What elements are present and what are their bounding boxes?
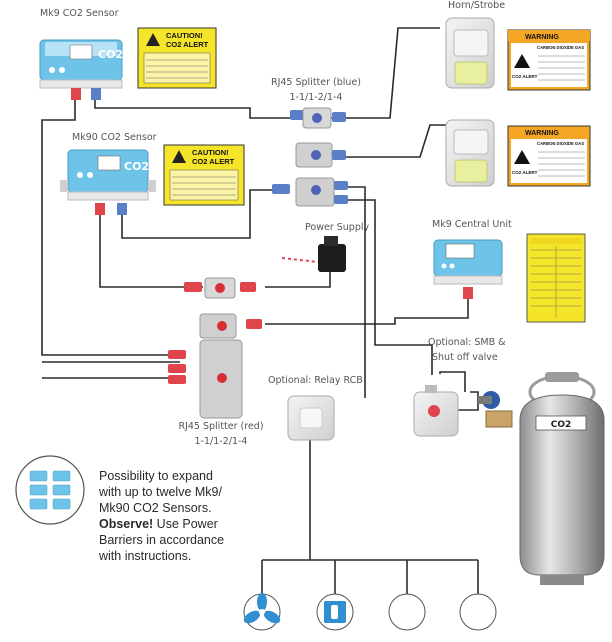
rj45-splitter-blue-3[interactable] [272,177,348,207]
wire-to-power-supply [265,272,331,288]
splitter-red-ratio: 1-1/1-2/1-4 [194,436,248,447]
warning-title-1: WARNING [525,34,559,41]
mk9-co2-display: CO2 [98,48,123,61]
warning-alert-1: CO2 ALERT [512,74,538,79]
wire-to-central-unit [265,298,469,325]
expand-line1: Possibility to expand [99,469,213,483]
red-splitter-input-cables [42,350,186,384]
expand-line5: Barriers in accordance [99,533,225,547]
warning-sign-1: WARNING CO2 ALERT CARBON DIOXIDE GAS [507,29,591,91]
expand-line4: Use Power [153,517,218,531]
expansion-note: Possibility to expand with up to twelve … [99,468,259,564]
tank-label: CO2 [551,420,572,430]
power-supply[interactable] [281,236,346,272]
caution-title-1: CAUTION! [166,31,203,40]
caution-sign-mk90: CAUTION! CO2 ALERT [163,144,245,206]
warning-subtitle-1: CARBON DIOXIDE GAS [537,45,584,50]
expand-line6: with instructions. [99,549,192,563]
rj45-splitter-blue-2[interactable] [295,142,346,168]
mk9-central-unit[interactable] [433,239,503,299]
splitter-blue-ratio: 1-1/1-2/1-4 [289,92,343,103]
fire-extinguisher-output[interactable] [316,593,354,631]
horn-strobe-2[interactable] [445,119,495,187]
horn-strobe-1[interactable] [445,17,495,89]
warning-title-2: WARNING [525,130,559,137]
wire-to-horn-strobe-1 [330,27,440,119]
wire-down-to-relay [345,186,366,398]
caution-title-2b: CO2 ALERT [192,157,235,166]
mk90-sensor-label: Mk90 CO2 Sensor [72,132,157,143]
wire-mk9-to-red-splitter [41,100,180,356]
wire-smb-to-valve [458,391,479,411]
output-slot-4[interactable] [459,593,497,631]
mk9-co2-sensor[interactable]: CO2 [39,39,123,100]
caution-title-2: CO2 ALERT [166,40,209,49]
warning-subtitle-2: CARBON DIOXIDE GAS [537,141,584,146]
mk90-co2-sensor[interactable]: CO2 [60,149,156,215]
wire-mk90-to-power-splitter [99,215,203,288]
warning-alert-2: CO2 ALERT [512,170,538,175]
central-unit-instruction-sign [526,233,586,323]
co2-tank: CO2 [519,372,605,585]
wire-down-to-smb [345,199,433,375]
output-slot-3[interactable] [388,593,426,631]
rj45-splitter-blue-1[interactable] [290,107,346,129]
warning-sign-2: WARNING CO2 ALERT CARBON DIOXIDE GAS [507,125,591,187]
caution-title-1b: CAUTION! [192,148,229,157]
wire-to-horn-strobe-2 [345,124,460,158]
shut-off-valve[interactable] [478,391,513,428]
wire-mk9-to-blue-splitter [94,100,290,119]
rj45-splitter-red-medium[interactable] [199,313,262,339]
mk9-sensor-label: Mk9 CO2 Sensor [40,8,119,19]
smb-unit[interactable] [413,385,459,437]
rj45-splitter-red-small[interactable] [184,277,256,299]
relay-label: Optional: Relay RCB [268,375,363,386]
wiring [41,27,479,596]
caution-sign-mk9: CAUTION! CO2 ALERT [137,27,217,89]
mk90-co2-display: CO2 [124,160,149,173]
power-supply-label: Power Supply [305,222,370,233]
fan-output[interactable] [242,593,283,631]
splitter-blue-label: RJ45 Splitter (blue) [270,77,362,88]
relay-rcb[interactable] [287,395,335,441]
expand-line3: Mk90 CO2 Sensors. [99,501,212,515]
central-unit-label: Mk9 Central Unit [432,219,512,230]
horn-strobe-label: Horn/Strobe [448,0,506,11]
expand-line2: with up to twelve Mk9/ [99,485,222,499]
rj45-splitter-red[interactable] [199,339,243,419]
sensor-group-icon [15,455,85,525]
expand-observe: Observe! [99,517,154,531]
wire-mk90-to-blue-splitter-3 [121,189,286,239]
smb-label-line2: Shut off valve [432,352,498,363]
splitter-red-label: RJ45 Splitter (red) [178,421,264,432]
smb-label-line1: Optional: SMB & [428,337,506,348]
